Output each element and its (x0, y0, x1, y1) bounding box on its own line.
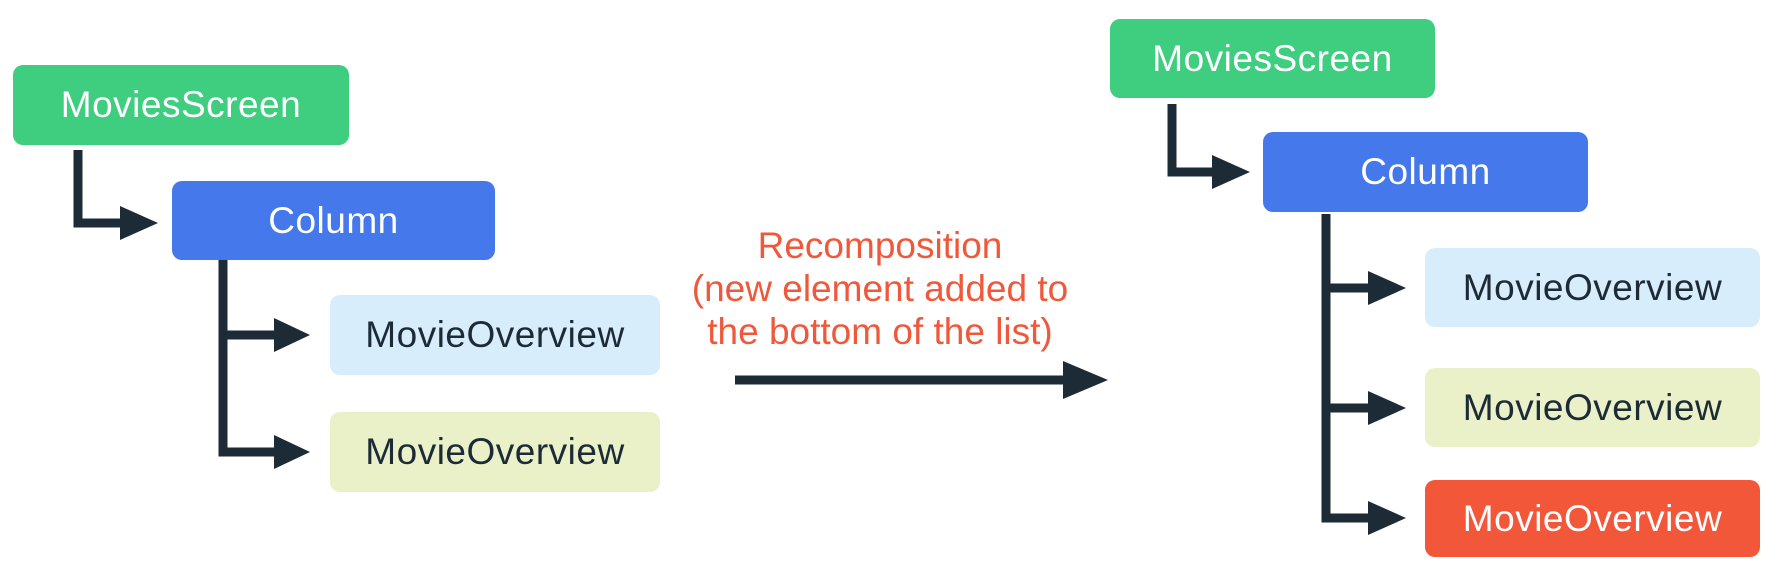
recomposition-arrow (735, 361, 1108, 399)
right-node-moviesscreen: MoviesScreen (1110, 19, 1435, 98)
annotation-line-1: Recomposition (757, 225, 1003, 266)
right-column-to-children-connector (1321, 214, 1406, 535)
left-root-to-column-connector (73, 150, 158, 240)
right-root-to-column-connector (1167, 104, 1250, 189)
left-node-column: Column (172, 181, 495, 260)
annotation-line-3: the bottom of the list) (707, 311, 1053, 352)
left-node-moviesscreen: MoviesScreen (13, 65, 349, 145)
right-node-movieoverview-1: MovieOverview (1425, 248, 1760, 327)
left-node-movieoverview-2: MovieOverview (330, 412, 660, 492)
recomposition-annotation: Recomposition (new element added to the … (640, 224, 1120, 353)
left-node-movieoverview-1: MovieOverview (330, 295, 660, 375)
left-column-to-children-connector (218, 260, 310, 469)
annotation-line-2: (new element added to (691, 268, 1069, 309)
right-node-column: Column (1263, 132, 1588, 212)
right-node-movieoverview-2: MovieOverview (1425, 368, 1760, 447)
right-node-movieoverview-3-new: MovieOverview (1425, 480, 1760, 557)
